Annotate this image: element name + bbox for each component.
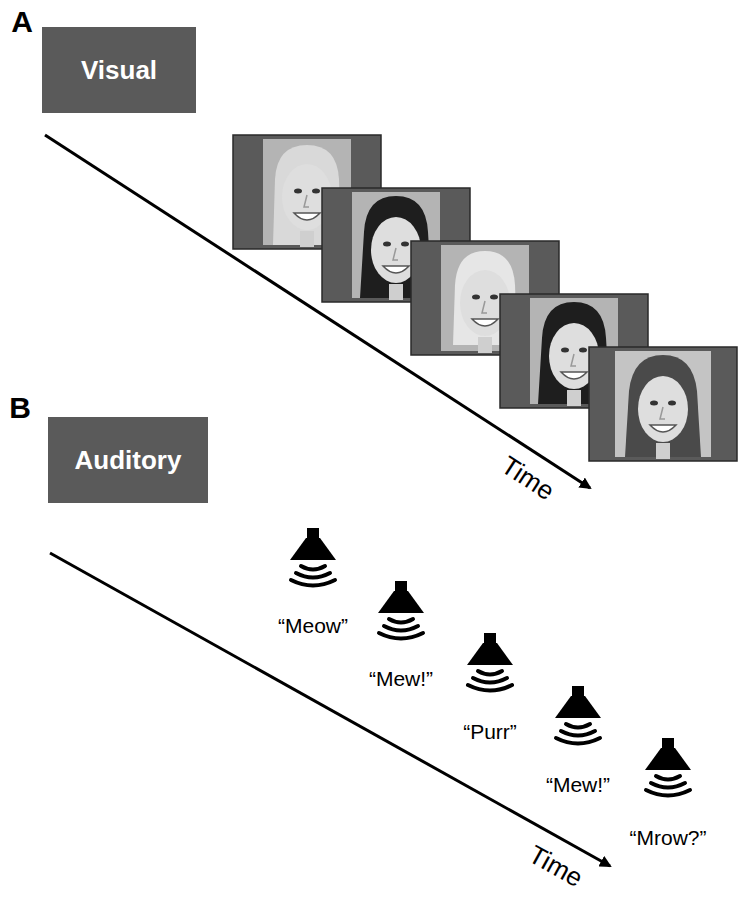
modality-box: Auditory: [48, 417, 208, 503]
panel-letter: B: [9, 393, 31, 423]
time-arrow: [50, 553, 610, 866]
sound-label: “Mew!”: [546, 774, 610, 795]
axis-label: Time: [497, 452, 559, 505]
speaker-icon: [467, 633, 513, 691]
sound-label: “Mew!”: [369, 668, 433, 689]
sound-label: “Meow”: [278, 615, 348, 636]
face-photo: [589, 347, 737, 461]
speaker-icon: [645, 738, 691, 796]
sound-label: “Purr”: [463, 721, 517, 742]
modality-box: Visual: [42, 27, 196, 113]
box-label: Auditory: [75, 445, 182, 476]
speaker-icon: [555, 686, 601, 744]
sound-label: “Mrow?”: [630, 827, 707, 848]
box-label: Visual: [81, 55, 157, 86]
speaker-icon: [378, 581, 424, 639]
speaker-icon: [290, 528, 336, 586]
panel-letter: A: [11, 7, 33, 37]
